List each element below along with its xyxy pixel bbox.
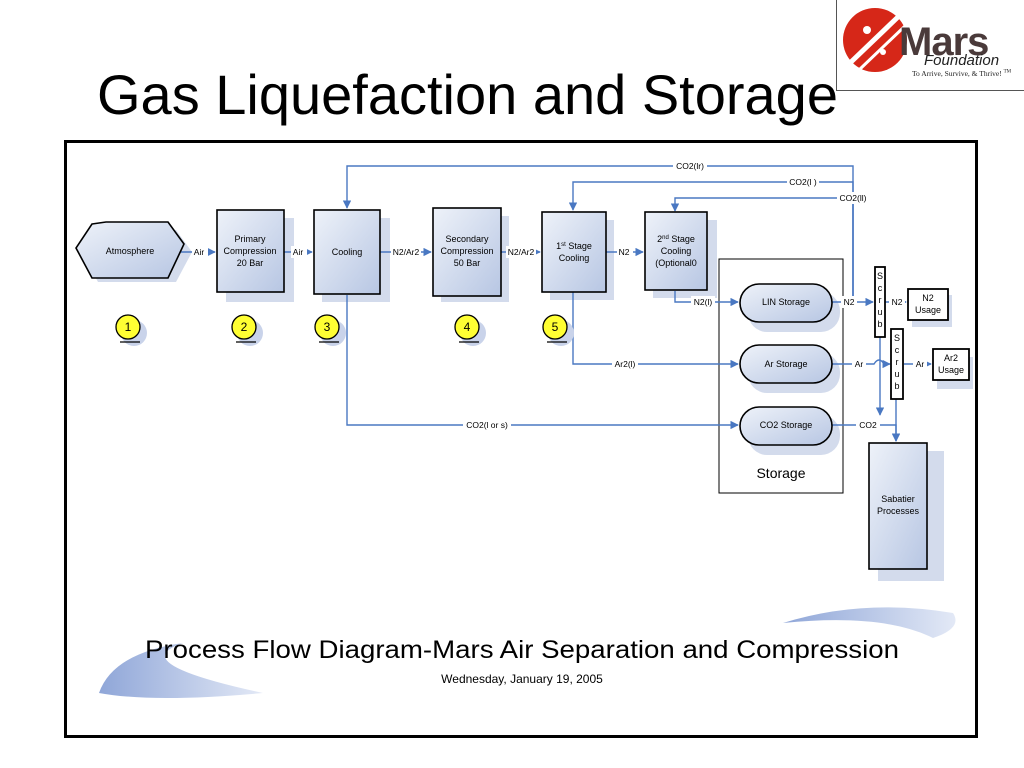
secondary-compression-line1: Secondary [445,234,489,244]
ar-storage-node [739,344,833,384]
n2-usage-node [907,288,949,321]
logo-emblem [843,8,907,72]
flow-lines [181,165,932,442]
sabatier-line2: Processes [877,506,920,516]
label-n2-ar2-1: N2/Ar2 [393,247,420,257]
scrubber-ar-label: S c r u b [894,333,900,391]
first-stage-cooling-node [541,211,607,293]
mars-foundation-logo [836,0,1024,91]
n2-usage-line2: Usage [915,305,941,315]
diagram-date: Wednesday, January 19, 2005 [441,672,603,686]
marker-4-label: 4 [464,320,471,334]
label-co2-out: CO2 [859,420,877,430]
secondary-compression-node [432,207,502,297]
process-flow-diagram: Storage [75,160,973,698]
marker-3 [314,314,340,340]
atmosphere-node [75,221,185,279]
label-air-1: Air [194,247,205,257]
secondary-compression-line3: 50 Bar [454,258,481,268]
lin-storage-node [739,283,833,323]
marker-1-label: 1 [125,320,132,334]
svg-text:u: u [894,369,899,379]
marker-3-label: 3 [324,320,331,334]
primary-compression-line3: 20 Bar [237,258,264,268]
logo-wordmark: Mars [899,20,989,64]
label-n2-usage-in: N2 [892,297,903,307]
n2-usage-line1: N2 [922,293,934,303]
label-n2-ar2-2: N2/Ar2 [508,247,535,257]
logo-subtitle: Foundation [924,52,1000,69]
sabatier-processes-node [868,442,928,570]
marker-2-label: 2 [241,320,248,334]
lin-storage-label: LIN Storage [762,297,810,307]
second-stage-cooling-line3: (Optional0 [655,258,697,268]
svg-text:S: S [877,271,883,281]
svg-text:c: c [895,345,900,355]
decor-swoosh-left [99,643,263,698]
secondary-compression-line2: Compression [440,246,493,256]
step-markers: 1 2 3 4 5 [115,314,574,346]
label-n2-out: N2 [844,297,855,307]
scrubber-ar [890,328,904,400]
decor-swoosh-right [783,607,956,638]
ar2-usage-line1: Ar2 [944,353,958,363]
svg-text:r: r [879,295,882,305]
cooling-label: Cooling [332,247,363,257]
label-n2: N2 [619,247,630,257]
marker-5 [542,314,568,340]
label-co2-l-or-s: CO2(l or s) [466,420,508,430]
label-air-2: Air [293,247,304,257]
label-co2-l: CO2(l ) [789,177,817,187]
cooling-node [313,209,381,295]
marker-5-label: 5 [552,320,559,334]
second-stage-cooling-node [644,211,708,291]
svg-text:b: b [877,319,882,329]
atmosphere-label: Atmosphere [106,246,155,256]
label-ar2-l: Ar2(l) [615,359,636,369]
svg-text:r: r [896,357,899,367]
primary-compression-line1: Primary [235,234,266,244]
diagram-frame: Storage [64,140,978,738]
primary-compression-line2: Compression [223,246,276,256]
scrubber-n2-label: S c r u b [877,271,883,329]
label-co2-lr: CO2(lr) [676,161,704,171]
label-co2-ll: CO2(ll) [840,193,867,203]
svg-text:c: c [878,283,883,293]
label-ar-usage-in: Ar [916,359,925,369]
sabatier-line1: Sabatier [881,494,915,504]
svg-text:b: b [894,381,899,391]
second-stage-cooling-line1: 2nd Stage [657,234,695,244]
co2-storage-label: CO2 Storage [760,420,813,430]
primary-compression-node [216,209,285,293]
label-n2-l: N2(l) [694,297,713,307]
scrubber-n2 [874,266,886,338]
svg-text:u: u [877,307,882,317]
svg-text:S: S [894,333,900,343]
slide-title: Gas Liquefaction and Storage [97,63,838,126]
diagram-caption: Process Flow Diagram-Mars Air Separation… [145,636,899,664]
first-stage-cooling-line1: 1st Stage [556,241,592,251]
ar2-usage-node [932,348,970,381]
marker-1 [115,314,141,340]
ar2-usage-line2: Usage [938,365,964,375]
first-stage-cooling-line2: Cooling [559,253,590,263]
marker-4 [454,314,480,340]
logo-tagline: To Arrive, Survive, & Thrive! TM [912,69,1012,78]
label-ar-out: Ar [855,359,864,369]
ar-storage-label: Ar Storage [764,359,807,369]
marker-2 [231,314,257,340]
storage-group-label: Storage [756,465,805,481]
co2-storage-node [739,406,833,446]
second-stage-cooling-line2: Cooling [661,246,692,256]
